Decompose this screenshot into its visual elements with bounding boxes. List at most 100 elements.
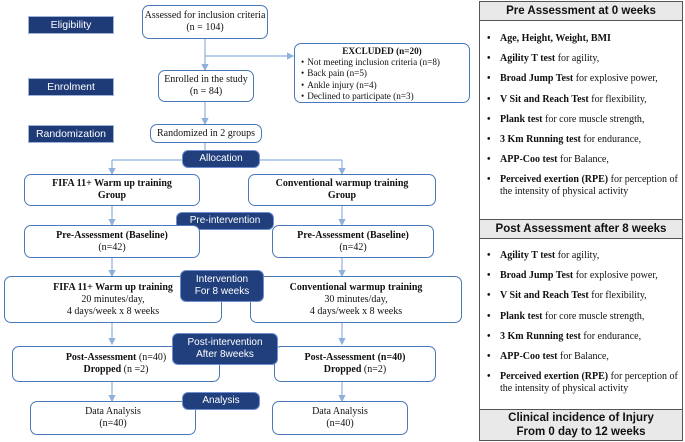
pre-assessment-left-label: Pre-Assessment (Baseline) (56, 229, 168, 241)
post-assessment-right: Post-Assessment (n=40) Dropped (n=2) (274, 346, 436, 382)
post-item: APP-Coo test for Balance, (486, 351, 678, 363)
post-assessment-left-n: (n=40) (138, 352, 167, 363)
post-item: Perceived exertion (RPE) for perception … (486, 371, 678, 395)
pre-item-purpose: for explosive power, (573, 73, 658, 85)
post-item-purpose: for core muscle strength, (542, 310, 645, 322)
training-conventional-frequency: 4 days/week x 8 weeks (309, 305, 403, 317)
injury-heading-line2: From 0 day to 12 weeks (516, 426, 646, 438)
stage-enrolment: Enrolment (28, 78, 114, 96)
excluded-item: Ankle injury (n=4) (301, 80, 463, 91)
post-assessment-right-dropped-n: (n=2) (363, 364, 387, 375)
group-fifa-line1: FIFA 11+ Warm up training (52, 178, 172, 189)
excluded-item: Declined to participate (n=3) (301, 91, 463, 102)
training-fifa-frequency: 4 days/week x 8 weeks (66, 305, 160, 317)
post-assessment-left-dropped-n: (n =2) (123, 364, 149, 375)
pre-item: V Sit and Reach Test for flexibility, (486, 94, 678, 106)
post-item: Agility T test for agility, (486, 250, 678, 262)
post-assessment-right-dropped: Dropped (323, 364, 362, 375)
post-item: V Sit and Reach Test for flexibility, (486, 290, 678, 302)
enrolled-count: (n = 84) (189, 86, 223, 97)
group-conventional-box: Conventional warmup training Group (248, 174, 436, 206)
stage-eligibility: Eligibility (28, 16, 114, 34)
group-fifa-line2: Group (97, 190, 127, 201)
intervention-line1: Intervention (195, 274, 249, 285)
pre-item-test: Broad Jump Test (500, 73, 574, 85)
post-item-purpose: for Balance, (557, 350, 609, 362)
group-conventional-line2: Group (327, 190, 357, 201)
pre-item-test: V Sit and Reach Test (500, 93, 589, 105)
excluded-item: Back pain (n=5) (301, 68, 463, 79)
assessed-box: Assessed for inclusion criteria (n = 104… (142, 5, 268, 39)
pre-item-purpose: for agility, (555, 53, 600, 65)
pre-item-test: Agility T test (500, 53, 556, 65)
randomized-box: Randomized in 2 groups (150, 124, 262, 143)
pre-item-purpose: for perception of the intensity of physi… (500, 174, 678, 198)
pre-item-test: Perceived exertion (RPE) (500, 174, 609, 186)
pre-item: Agility T test for agility, (486, 53, 678, 65)
pre-item: 3 Km Running test for endurance, (486, 134, 678, 146)
post-item: 3 Km Running test for endurance, (486, 331, 678, 343)
post-item-test: 3 Km Running test (500, 330, 581, 342)
pre-assessment-left: Pre-Assessment (Baseline) (n=42) (24, 225, 200, 258)
pre-item-purpose: for endurance, (580, 133, 642, 145)
data-analysis-left-label: Data Analysis (85, 406, 141, 417)
analysis-label: Analysis (182, 392, 260, 410)
assessed-label: Assessed for inclusion criteria (144, 10, 266, 21)
post-assessment-left-dropped: Dropped (83, 364, 122, 375)
pre-assessment-list: Age, Height, Weight, BMIAgility T test f… (486, 33, 678, 207)
group-conventional-line1: Conventional warmup training (275, 178, 409, 189)
pre-item: Perceived exertion (RPE) for perception … (486, 174, 678, 198)
excluded-list: Not meeting inclusion criteria (n=8) Bac… (301, 57, 463, 102)
post-assessment-heading: Post Assessment after 8 weeks (479, 219, 683, 239)
training-fifa-duration: 20 minutes/day, (81, 293, 145, 305)
enrolled-box: Enrolled in the study (n = 84) (158, 70, 254, 102)
excluded-box: EXCLUDED (n=20) Not meeting inclusion cr… (294, 43, 470, 103)
pre-assessment-right-n: (n=42) (339, 241, 367, 253)
data-analysis-right-label: Data Analysis (312, 406, 368, 417)
pre-assessment-left-n: (n=42) (98, 241, 126, 253)
injury-heading: Clinical incidence of Injury From 0 day … (479, 409, 683, 441)
post-item-test: Broad Jump Test (500, 270, 574, 282)
post-item-test: V Sit and Reach Test (500, 290, 589, 302)
post-assessment-left-label: Post-Assessment (65, 352, 137, 363)
training-conventional-duration: 30 minutes/day, (324, 293, 388, 305)
post-assessment-left-line2: Dropped (n =2) (84, 364, 149, 376)
pre-assessment-right-label: Pre-Assessment (Baseline) (297, 229, 409, 241)
pre-item: Plank test for core muscle strength, (486, 114, 678, 126)
post-intervention-line1: Post-intervention (187, 337, 263, 348)
post-item-purpose: for endurance, (580, 330, 642, 342)
post-item-test: Plank test (500, 310, 543, 322)
post-item-test: APP-Coo test (500, 350, 558, 362)
post-assessment-right-label: Post-Assessment (n=40) (304, 352, 406, 363)
pre-item-purpose: for flexibility, (588, 93, 647, 105)
pre-item: APP-Coo test for Balance, (486, 154, 678, 166)
pre-intervention-label: Pre-intervention (176, 212, 274, 230)
training-conventional-title: Conventional warmup training (289, 281, 423, 293)
pre-item: Broad Jump Test for explosive power, (486, 73, 678, 85)
pre-item-test: 3 Km Running test (500, 133, 581, 145)
post-intervention-line2: After 8weeks (196, 349, 254, 360)
stage-randomization: Randomization (28, 125, 114, 143)
post-assessment-left-line1: Post-Assessment (n=40) (66, 352, 166, 364)
allocation-label: Allocation (182, 150, 260, 168)
post-item-test: Agility T test (500, 250, 556, 261)
injury-heading-line1: Clinical incidence of Injury (508, 412, 654, 424)
post-item-purpose: for agility, (555, 250, 600, 261)
pre-item-test: Plank test (500, 113, 543, 125)
pre-item-purpose: for core muscle strength, (542, 113, 645, 125)
pre-assessment-heading: Pre Assessment at 0 weeks (479, 1, 683, 21)
pre-item-test: APP-Coo test (500, 154, 558, 166)
data-analysis-left-n: (n=40) (99, 418, 127, 429)
post-item: Broad Jump Test for explosive power, (486, 270, 678, 282)
data-analysis-right-n: (n=40) (326, 418, 354, 429)
intervention-line2: For 8 weeks (194, 286, 250, 297)
data-analysis-left: Data Analysis (n=40) (30, 401, 196, 435)
pre-assessment-right: Pre-Assessment (Baseline) (n=42) (272, 225, 434, 258)
post-item-test: Perceived exertion (RPE) (500, 371, 609, 383)
assessed-count: (n = 104) (186, 22, 224, 33)
post-item-purpose: for flexibility, (588, 290, 647, 302)
post-item-purpose: for perception of the intensity of physi… (500, 371, 678, 395)
enrolled-label: Enrolled in the study (164, 74, 248, 85)
post-item: Plank test for core muscle strength, (486, 311, 678, 323)
pre-item-purpose: for Balance, (557, 154, 609, 166)
